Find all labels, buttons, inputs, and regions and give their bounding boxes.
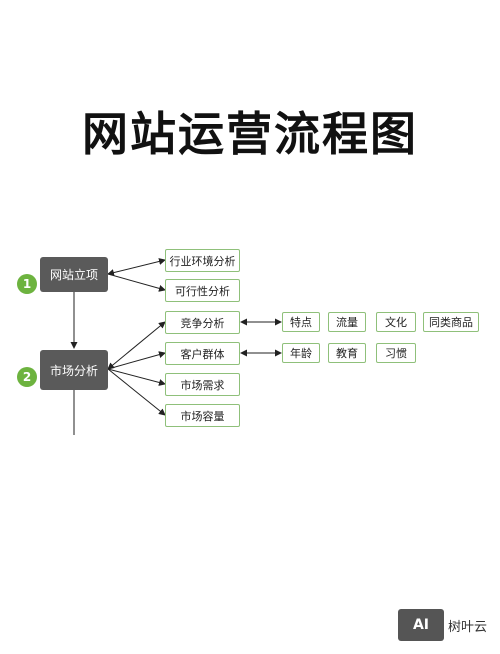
node-feasibility-analysis: 可行性分析: [165, 279, 240, 302]
customer-item: 年龄: [282, 343, 320, 363]
competition-item: 同类商品: [423, 312, 479, 332]
node-market-demand: 市场需求: [165, 373, 240, 396]
flowchart: 1 网站立项 行业环境分析 可行性分析 2 市场分析 竞争分析 客户群体 市场需…: [0, 240, 500, 435]
connector-lines: [70, 258, 282, 435]
competition-item: 特点: [282, 312, 320, 332]
customer-item: 教育: [328, 343, 366, 363]
node-customer-group: 客户群体: [165, 342, 240, 365]
competition-item: 文化: [376, 312, 416, 332]
page-title: 网站运营流程图: [82, 107, 418, 161]
step-number-1: 1: [17, 274, 37, 294]
node-industry-analysis: 行业环境分析: [165, 249, 240, 272]
node-competition-analysis: 竞争分析: [165, 311, 240, 334]
customer-item: 习惯: [376, 343, 416, 363]
brand-logo: AI: [398, 609, 444, 641]
step-number-2: 2: [17, 367, 37, 387]
node-market-capacity: 市场容量: [165, 404, 240, 427]
step-box-market-analysis: 市场分析: [40, 350, 108, 390]
competition-item: 流量: [328, 312, 366, 332]
step-box-project-setup: 网站立项: [40, 257, 108, 292]
brand-name: 树叶云: [448, 620, 488, 635]
